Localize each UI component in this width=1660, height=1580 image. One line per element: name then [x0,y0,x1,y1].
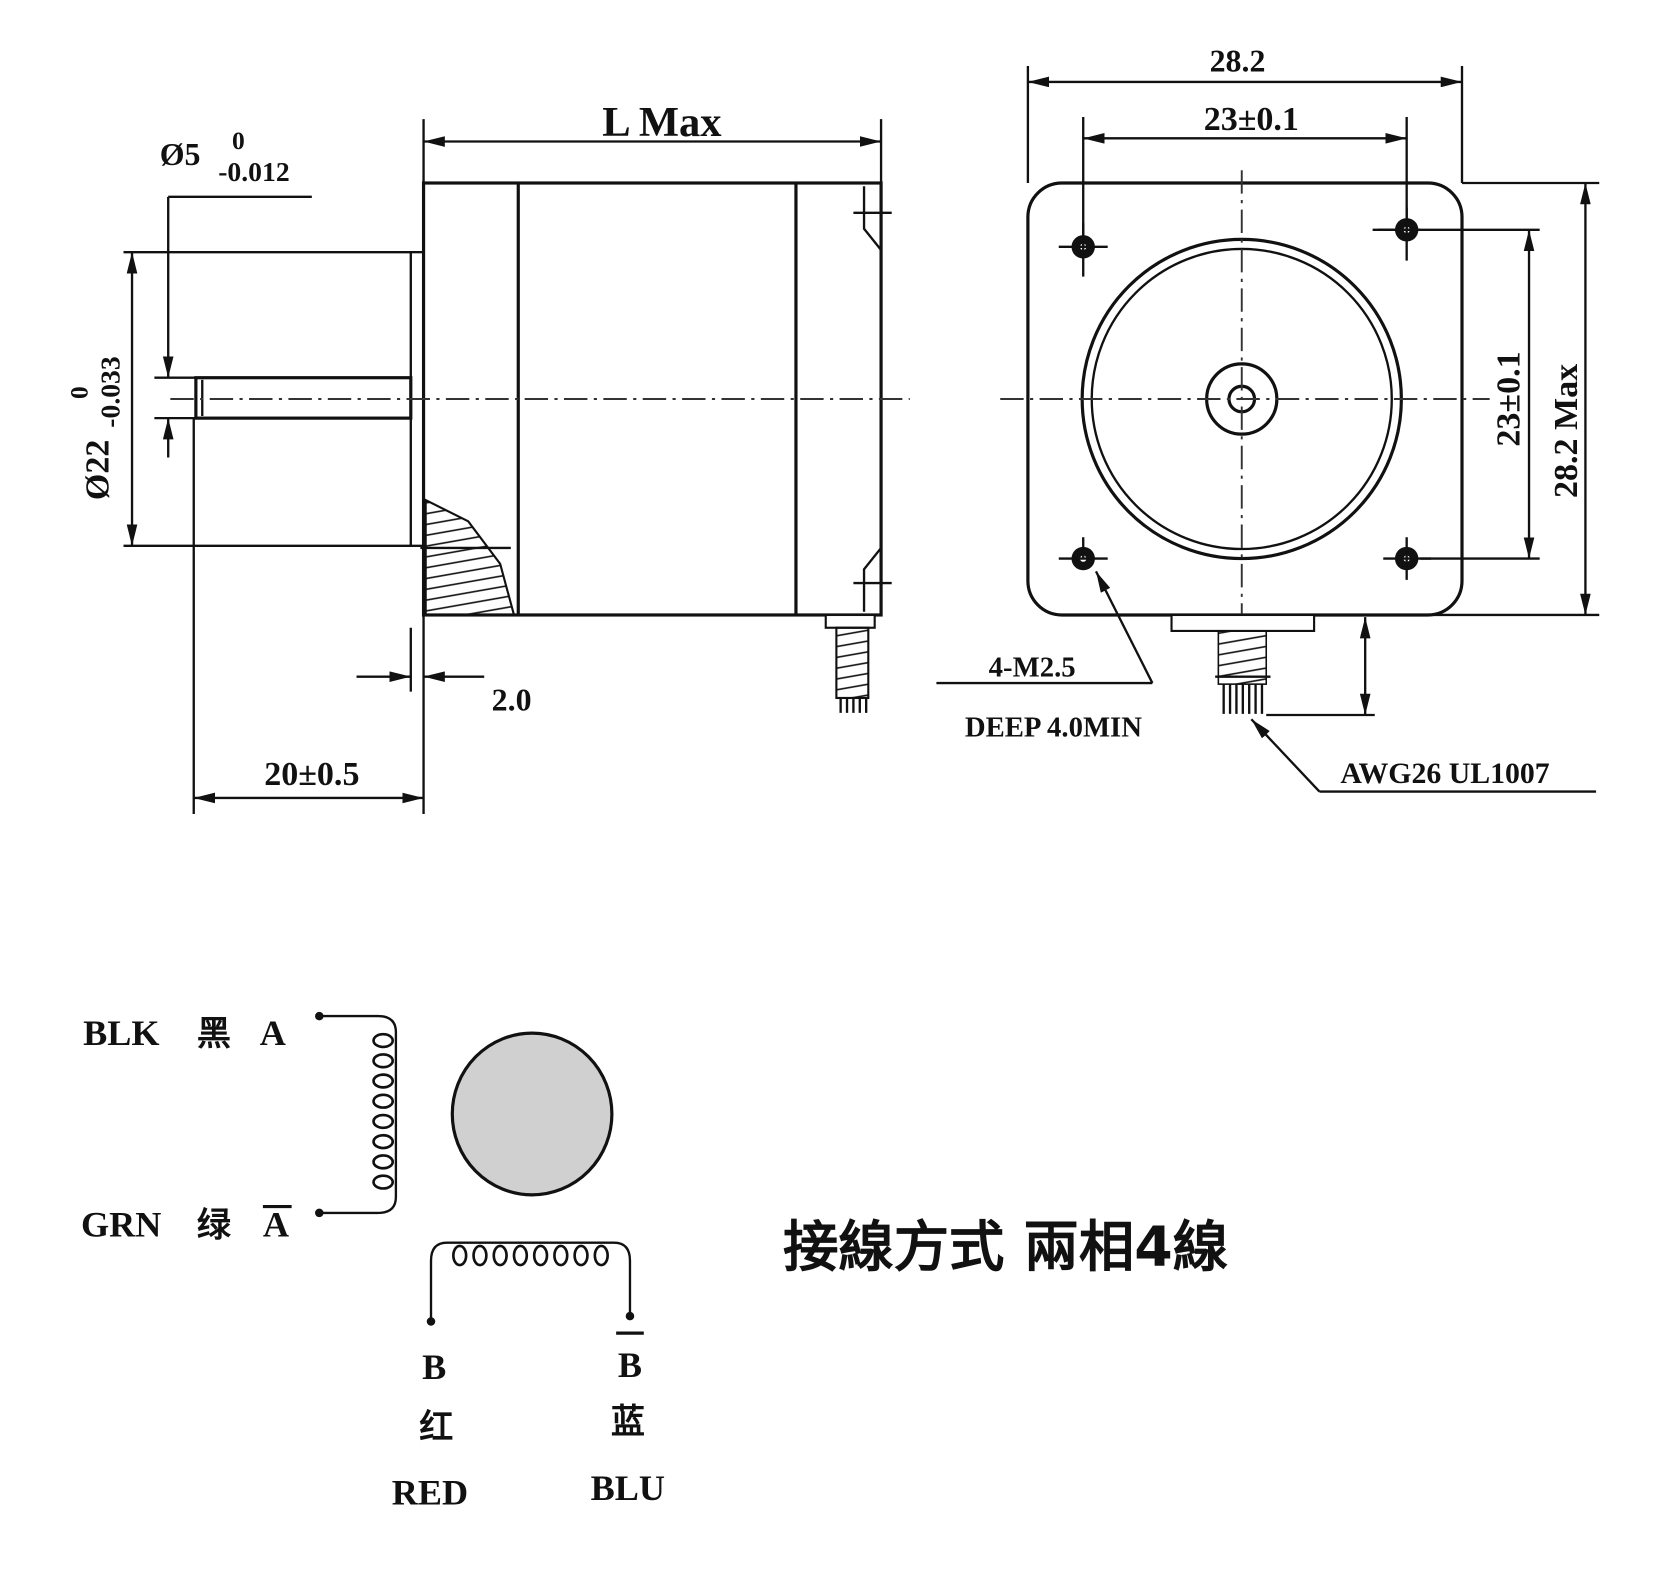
coil-a [315,1011,398,1218]
front-view: 28.2 23±0.1 23±0.1 28.2 Max 4-M2.5 DEEP … [936,43,1600,793]
width-label: 28.2 [1210,43,1266,78]
b-minus-color-cn: 蓝 [611,1402,645,1442]
a-minus-phase: A [263,1204,289,1244]
wire-spec-label: AWG26 UL1007 [1340,757,1549,790]
flange-thickness-label: 2.0 [492,683,532,718]
wiring-diagram: BLK 黑 A GRN 绿 A B 红 RED B 蓝 [81,1011,1228,1512]
b-plus-color-cn: 红 [419,1407,453,1447]
shaft-tol-lower: -0.012 [218,156,289,187]
b-plus-phase: B [422,1347,446,1387]
mounting-holes [1058,207,1432,580]
b-plus-color-en: RED [392,1472,468,1512]
shaft [194,376,413,420]
b-minus-color-en: BLU [591,1468,665,1508]
connector [1170,613,1316,632]
hole-leader [1094,570,1154,684]
hole-spec-label: 4-M2.5 [989,652,1076,684]
coil-b [426,1241,635,1326]
a-plus-color-en: BLK [83,1013,159,1053]
cable [835,626,870,700]
length-label: L Max [602,99,722,146]
rotor [450,1031,614,1197]
shaft-dia-label: Ø5 [160,137,201,172]
pilot-tol-lower: -0.033 [94,356,125,427]
height-label: 28.2 Max [1548,364,1585,498]
hole-depth-label: DEEP 4.0MIN [965,711,1142,743]
a-plus-phase: A [260,1013,286,1053]
pilot-tol-upper: 0 [64,386,93,399]
a-plus-color-cn: 黑 [197,1014,231,1054]
hole-spacing-v-label: 23±0.1 [1490,351,1527,446]
a-minus-color-en: GRN [81,1204,161,1244]
connector [824,613,876,629]
shaft-length-label: 20±0.5 [264,756,359,793]
side-view: L Max Ø5 0 -0.012 Ø22 0 -0.033 2.0 20±0.… [64,99,910,814]
shaft-tol-upper: 0 [232,126,245,155]
screw-mark [853,186,892,612]
b-minus-phase: B [618,1345,642,1385]
wiring-title: 接線方式 兩相4線 [783,1216,1228,1280]
wire-leader [1250,718,1321,793]
a-minus-color-cn: 绿 [197,1205,232,1245]
pilot-dia-label: Ø22 [80,440,117,501]
cable [1217,630,1268,685]
hole-spacing-h-label: 23±0.1 [1204,101,1299,138]
section-hatch [424,498,516,617]
